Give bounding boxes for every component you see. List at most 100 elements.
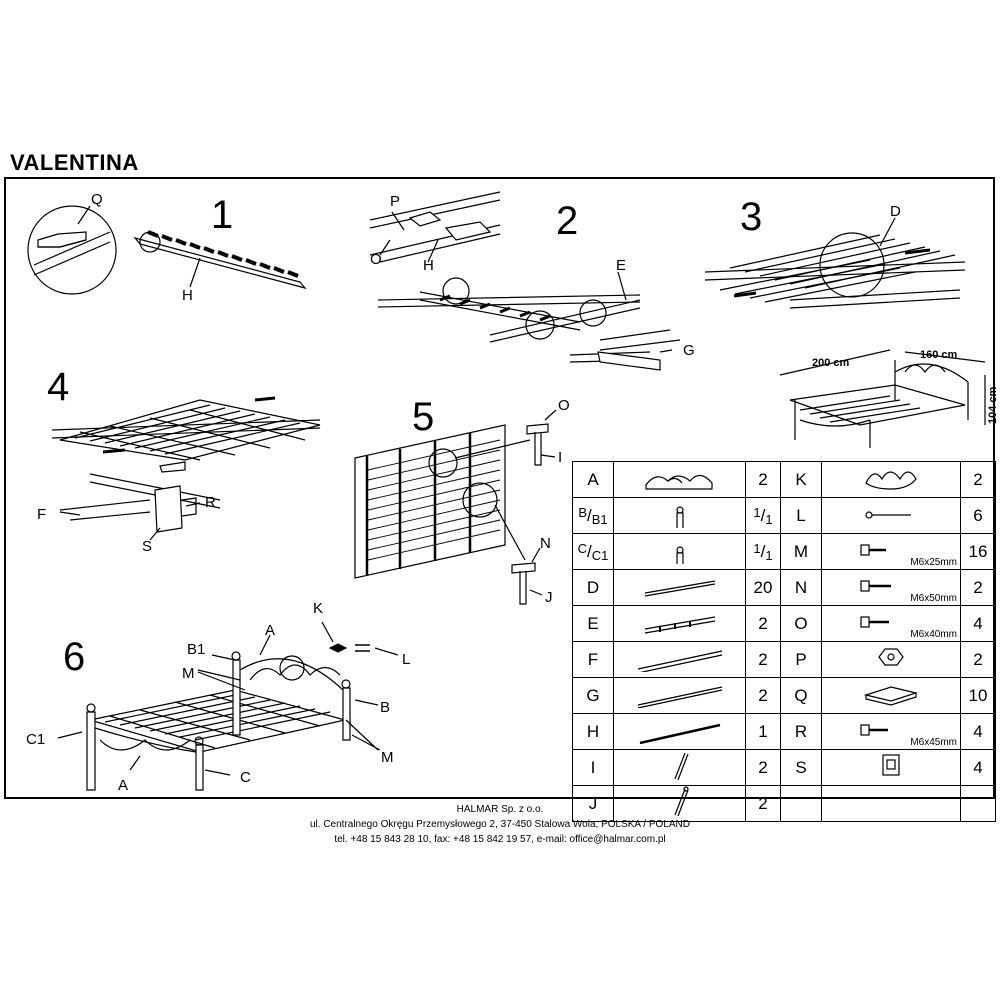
- part-spec: M6x40mm: [910, 629, 957, 640]
- callout-c1: C1: [26, 731, 45, 748]
- part-drawing: M6x45mm: [821, 713, 961, 750]
- part-drawing: [821, 497, 961, 534]
- part-quantity: 1: [745, 713, 781, 750]
- callout-d: D: [890, 203, 901, 220]
- part-letter: D: [572, 569, 614, 606]
- part-drawing-icon: [675, 546, 684, 570]
- part-spec: M6x50mm: [910, 593, 957, 604]
- part-letter: K: [780, 461, 822, 498]
- part-drawing: [613, 497, 746, 536]
- part-quantity: 4: [960, 749, 996, 786]
- part-drawing-icon: [860, 544, 886, 556]
- step-3-illustration: [704, 217, 966, 309]
- part-letter: [780, 785, 822, 822]
- part-letter: S: [780, 749, 822, 786]
- part-letter: Q: [780, 677, 822, 714]
- step-2-illustration: [369, 191, 681, 371]
- callout-m-2: M: [381, 749, 394, 766]
- part-drawing-icon: [863, 686, 919, 706]
- part-quantity: 4: [960, 713, 996, 750]
- part-letter: M: [780, 533, 822, 570]
- callout-l: L: [402, 651, 410, 668]
- part-quantity: 2: [745, 749, 781, 786]
- part-quantity: 10: [960, 677, 996, 714]
- part-quantity: 2: [745, 677, 781, 714]
- part-drawing: [821, 461, 961, 498]
- part-drawing: M6x50mm: [821, 569, 961, 606]
- part-letter: I: [572, 749, 614, 786]
- callout-q: Q: [91, 191, 103, 208]
- step-6-illustration: [57, 621, 399, 791]
- step-2-number: 2: [556, 199, 578, 243]
- part-drawing: [613, 749, 746, 786]
- part-letter: H: [572, 713, 614, 750]
- footer-contact: tel. +48 15 843 28 10, fax: +48 15 842 1…: [334, 834, 666, 845]
- detail-circle: [27, 205, 117, 295]
- callout-m: M: [182, 665, 195, 682]
- part-drawing-icon: [865, 511, 911, 519]
- callout-b: B: [380, 699, 390, 716]
- part-drawing-icon: [673, 752, 689, 781]
- part-quantity: [960, 785, 996, 822]
- callout-k: K: [313, 600, 323, 617]
- footer-company: HALMAR Sp. z o.o.: [456, 804, 544, 815]
- dimension-length: 200 cm: [812, 357, 850, 369]
- part-drawing-icon: [860, 616, 889, 628]
- part-letter: C/C1: [572, 533, 614, 570]
- step-3-number: 3: [740, 195, 762, 239]
- step-6-number: 6: [63, 635, 85, 679]
- part-quantity: 16: [960, 533, 996, 570]
- part-drawing-icon: [637, 686, 722, 709]
- assembled-bed-sketch: [779, 349, 986, 448]
- step-5-illustration: [354, 409, 557, 605]
- part-drawing: [821, 641, 961, 678]
- part-quantity: 2: [960, 569, 996, 606]
- part-quantity: 6: [960, 497, 996, 534]
- dimension-height: 104 cm: [987, 386, 999, 424]
- part-quantity: 20: [745, 569, 781, 606]
- part-drawing-icon: [860, 580, 891, 592]
- part-drawing-icon: [882, 754, 900, 776]
- part-drawing: [613, 677, 746, 714]
- part-letter: L: [780, 497, 822, 534]
- part-letter: A: [572, 461, 614, 498]
- part-spec: M6x25mm: [910, 557, 957, 568]
- part-spec: M6x45mm: [910, 737, 957, 748]
- part-drawing-icon: [673, 786, 689, 817]
- part-drawing: [821, 677, 961, 714]
- part-quantity: 2: [745, 641, 781, 678]
- document-title: VALENTINA: [10, 150, 139, 175]
- step-4-number: 4: [47, 365, 69, 409]
- part-quantity: 1/1: [745, 497, 781, 534]
- step-1-number: 1: [211, 193, 233, 237]
- part-drawing-icon: [644, 580, 715, 597]
- part-letter: E: [572, 605, 614, 642]
- step-5-number: 5: [412, 395, 434, 439]
- part-drawing: [821, 749, 961, 786]
- part-quantity: 2: [745, 605, 781, 642]
- callout-o: O: [370, 251, 382, 268]
- part-letter: O: [780, 605, 822, 642]
- part-drawing-icon: [644, 616, 715, 634]
- part-drawing: [613, 605, 746, 642]
- part-drawing-icon: [637, 650, 722, 674]
- footer-address: ul. Centralnego Okręgu Przemysłowego 2, …: [309, 819, 690, 830]
- callout-o-2: O: [558, 397, 570, 414]
- part-drawing: [613, 713, 746, 750]
- callout-s: S: [142, 538, 152, 555]
- callout-p: P: [390, 193, 400, 210]
- part-drawing: [613, 533, 746, 570]
- part-drawing-icon: [639, 723, 720, 745]
- callout-g: G: [683, 342, 695, 359]
- part-quantity: 2: [960, 461, 996, 498]
- part-letter: F: [572, 641, 614, 678]
- callout-a: A: [265, 622, 275, 639]
